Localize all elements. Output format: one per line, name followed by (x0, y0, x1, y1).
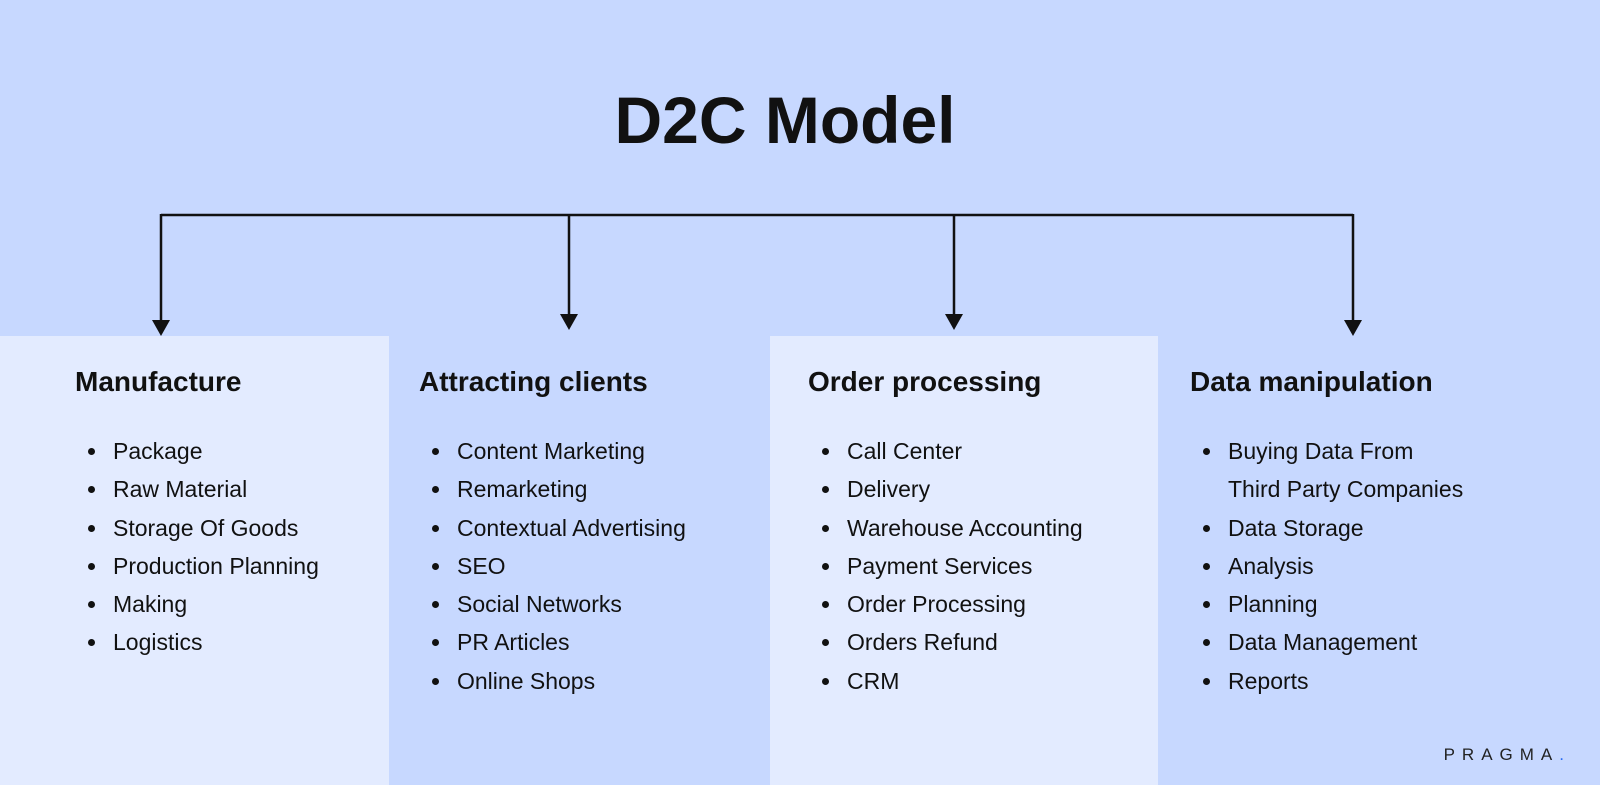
list-item-label: Logistics (113, 629, 203, 656)
list-item-label: SEO (457, 552, 506, 579)
bullet-icon (432, 562, 439, 570)
bullet-icon (1203, 562, 1210, 570)
list-item-label: Reports (1228, 667, 1309, 694)
bullet-icon (432, 601, 439, 609)
column-heading: Order processing (808, 366, 1042, 397)
list-item: Storage Of Goods (75, 509, 319, 547)
list-item: Data Management (1190, 623, 1463, 661)
list-item: Planning (1190, 585, 1463, 623)
bullet-icon (432, 524, 439, 532)
arrowhead-icon (945, 314, 963, 330)
list-item-label: Planning (1228, 591, 1318, 618)
list-item-label: Order Processing (847, 591, 1026, 618)
list-item-label: CRM (847, 667, 900, 694)
list-item: Buying Data From (1190, 432, 1463, 470)
list-item: Content Marketing (419, 432, 686, 470)
list-item: Order Processing (809, 585, 1083, 623)
list-item: Production Planning (75, 547, 319, 585)
bullet-icon (822, 486, 829, 494)
bullet-icon (432, 639, 439, 647)
list-item-label: Online Shops (457, 667, 596, 694)
arrowhead-icon (1344, 320, 1362, 336)
list-item-label: Buying Data From (1228, 438, 1414, 464)
list-item-label: Remarketing (457, 476, 588, 503)
bullet-icon (822, 601, 829, 609)
list-item: Data Storage (1190, 509, 1463, 547)
bullet-icon (88, 601, 95, 609)
column-heading: Attracting clients (419, 366, 648, 397)
bullet-icon (1203, 639, 1210, 647)
list-item-label: Making (113, 591, 188, 618)
arrowhead-icon (152, 320, 170, 336)
bullet-icon (432, 448, 439, 455)
bullet-icon (88, 448, 95, 455)
list-item: PR Articles (419, 623, 686, 661)
list-item: Social Networks (419, 585, 686, 623)
arrowhead-icon (560, 314, 578, 330)
list-item: Making (75, 585, 319, 623)
list-item: Raw Material (75, 470, 319, 508)
list-item-label: Analysis (1228, 552, 1314, 579)
pragma-logo: PRAGMA. (1443, 745, 1564, 764)
list-item-label: Contextual Advertising (457, 514, 686, 541)
list-item-label: Data Management (1228, 629, 1418, 656)
bullet-icon (432, 677, 439, 685)
bullet-icon (88, 524, 95, 532)
list-item: Delivery (809, 470, 1083, 508)
list-item: Analysis (1190, 547, 1463, 585)
bullet-icon (88, 562, 95, 570)
list-item-label: Social Networks (457, 591, 622, 618)
list-item: Reports (1190, 662, 1463, 700)
list-item-label: PR Articles (457, 629, 570, 656)
list-item: Third Party Companies (1190, 470, 1463, 508)
list-item-label: Content Marketing (457, 438, 645, 464)
list-item: Warehouse Accounting (809, 509, 1083, 547)
list-item: SEO (419, 547, 686, 585)
bullet-icon (88, 639, 95, 647)
list-item-label: Production Planning (113, 552, 319, 579)
list-item: Online Shops (419, 662, 686, 700)
bullet-icon (822, 639, 829, 647)
list-item: Contextual Advertising (419, 509, 686, 547)
bullet-icon (1203, 677, 1210, 685)
list-item-label: Payment Services (847, 552, 1033, 579)
list-item: Logistics (75, 623, 319, 661)
bullet-icon (88, 486, 95, 494)
list-item-label: Package (113, 438, 203, 464)
column-heading: Data manipulation (1190, 366, 1433, 397)
list-item: Package (75, 432, 319, 470)
bullet-icon (822, 677, 829, 685)
list-item-label: Warehouse Accounting (847, 514, 1083, 541)
bullet-icon (1203, 601, 1210, 609)
bullet-icon (432, 486, 439, 494)
list-item-label: Delivery (847, 476, 931, 503)
list-item-label: Raw Material (113, 476, 248, 503)
list-item-label: Orders Refund (847, 629, 998, 656)
bullet-icon (1203, 524, 1210, 532)
column-heading: Manufacture (75, 366, 242, 397)
bullet-icon (822, 524, 829, 532)
list-item: Orders Refund (809, 623, 1083, 661)
list-item: Call Center (809, 432, 1083, 470)
list-item: Remarketing (419, 470, 686, 508)
list-item-label: Call Center (847, 438, 963, 464)
bullet-icon (822, 562, 829, 570)
list-item-label: Storage Of Goods (113, 514, 299, 541)
list-item: Payment Services (809, 547, 1083, 585)
list-item-label: Third Party Companies (1228, 476, 1464, 503)
diagram-title: D2C Model (614, 83, 956, 157)
list-item-label: Data Storage (1228, 514, 1364, 541)
bullet-icon (822, 448, 829, 455)
bullet-icon (1203, 448, 1210, 455)
list-item: CRM (809, 662, 1083, 700)
